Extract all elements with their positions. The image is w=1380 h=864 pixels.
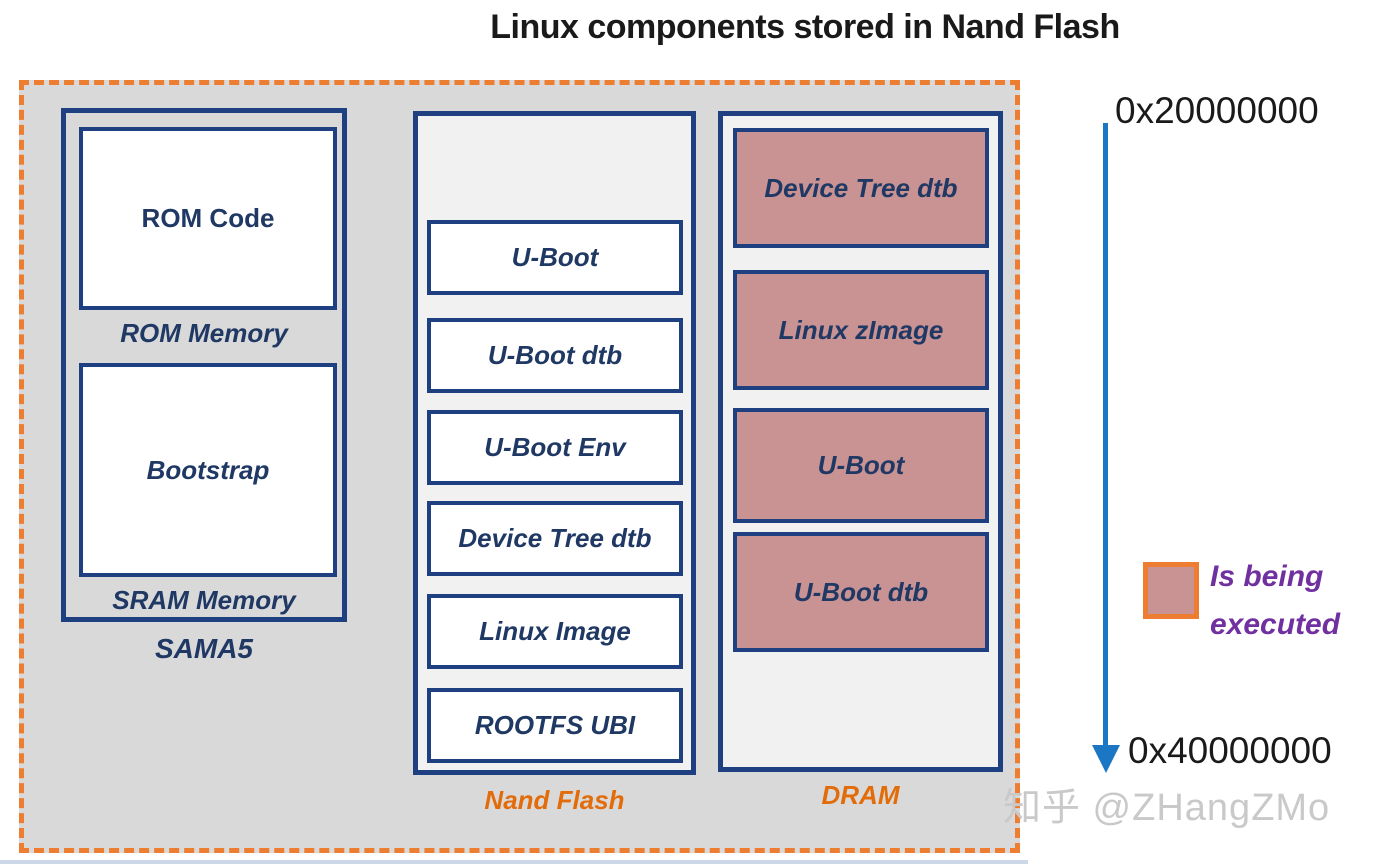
nand-item-rootfs-ubi: ROOTFS UBI	[427, 688, 683, 763]
sram-memory-label: SRAM Memory	[112, 585, 296, 615]
address-end-label: 0x40000000	[1128, 730, 1332, 771]
arrow-down-icon	[1092, 745, 1120, 773]
sama5-label: SAMA5	[154, 633, 253, 664]
dram-item-linux-zimage: Linux zImage	[733, 270, 989, 390]
nand-flash-diagram-stage: ROM Code ROM Memory Bootstrap SRAM Memor…	[19, 80, 1020, 853]
nand-item-uboot-dtb: U-Boot dtb	[427, 318, 683, 393]
nand-item-device-tree-dtb: Device Tree dtb	[427, 501, 683, 576]
nand-flash-label: Nand Flash	[484, 785, 625, 815]
rom-memory-label: ROM Memory	[120, 318, 288, 348]
bootstrap-box: Bootstrap	[79, 363, 337, 577]
dram-label: DRAM	[821, 780, 900, 810]
address-axis-arrow-line	[1103, 123, 1108, 745]
dram-item-uboot-dtb: U-Boot dtb	[733, 532, 989, 652]
watermark: 知乎 @ZHangZMo	[1003, 787, 1331, 829]
nand-item-linux-image: Linux Image	[427, 594, 683, 669]
diagram-title: Linux components stored in Nand Flash	[490, 8, 1120, 46]
rom-code-box: ROM Code	[79, 127, 337, 310]
legend-executing-swatch	[1143, 562, 1199, 619]
dram-item-device-tree-dtb: Device Tree dtb	[733, 128, 989, 248]
dram-container: Device Tree dtb Linux zImage U-Boot U-Bo…	[718, 111, 1003, 772]
sama5-container: ROM Code ROM Memory Bootstrap SRAM Memor…	[61, 108, 347, 622]
dram-item-uboot: U-Boot	[733, 408, 989, 523]
address-start-label: 0x20000000	[1115, 90, 1319, 131]
legend-executing-label: Is being executed	[1210, 553, 1380, 649]
nand-item-uboot: U-Boot	[427, 220, 683, 295]
nand-flash-container: U-Boot U-Boot dtb U-Boot Env Device Tree…	[413, 111, 696, 775]
legend-line-2: executed	[1210, 608, 1341, 641]
bottom-divider	[0, 860, 1028, 864]
nand-item-uboot-env: U-Boot Env	[427, 410, 683, 485]
legend-line-1: Is being	[1210, 560, 1324, 593]
